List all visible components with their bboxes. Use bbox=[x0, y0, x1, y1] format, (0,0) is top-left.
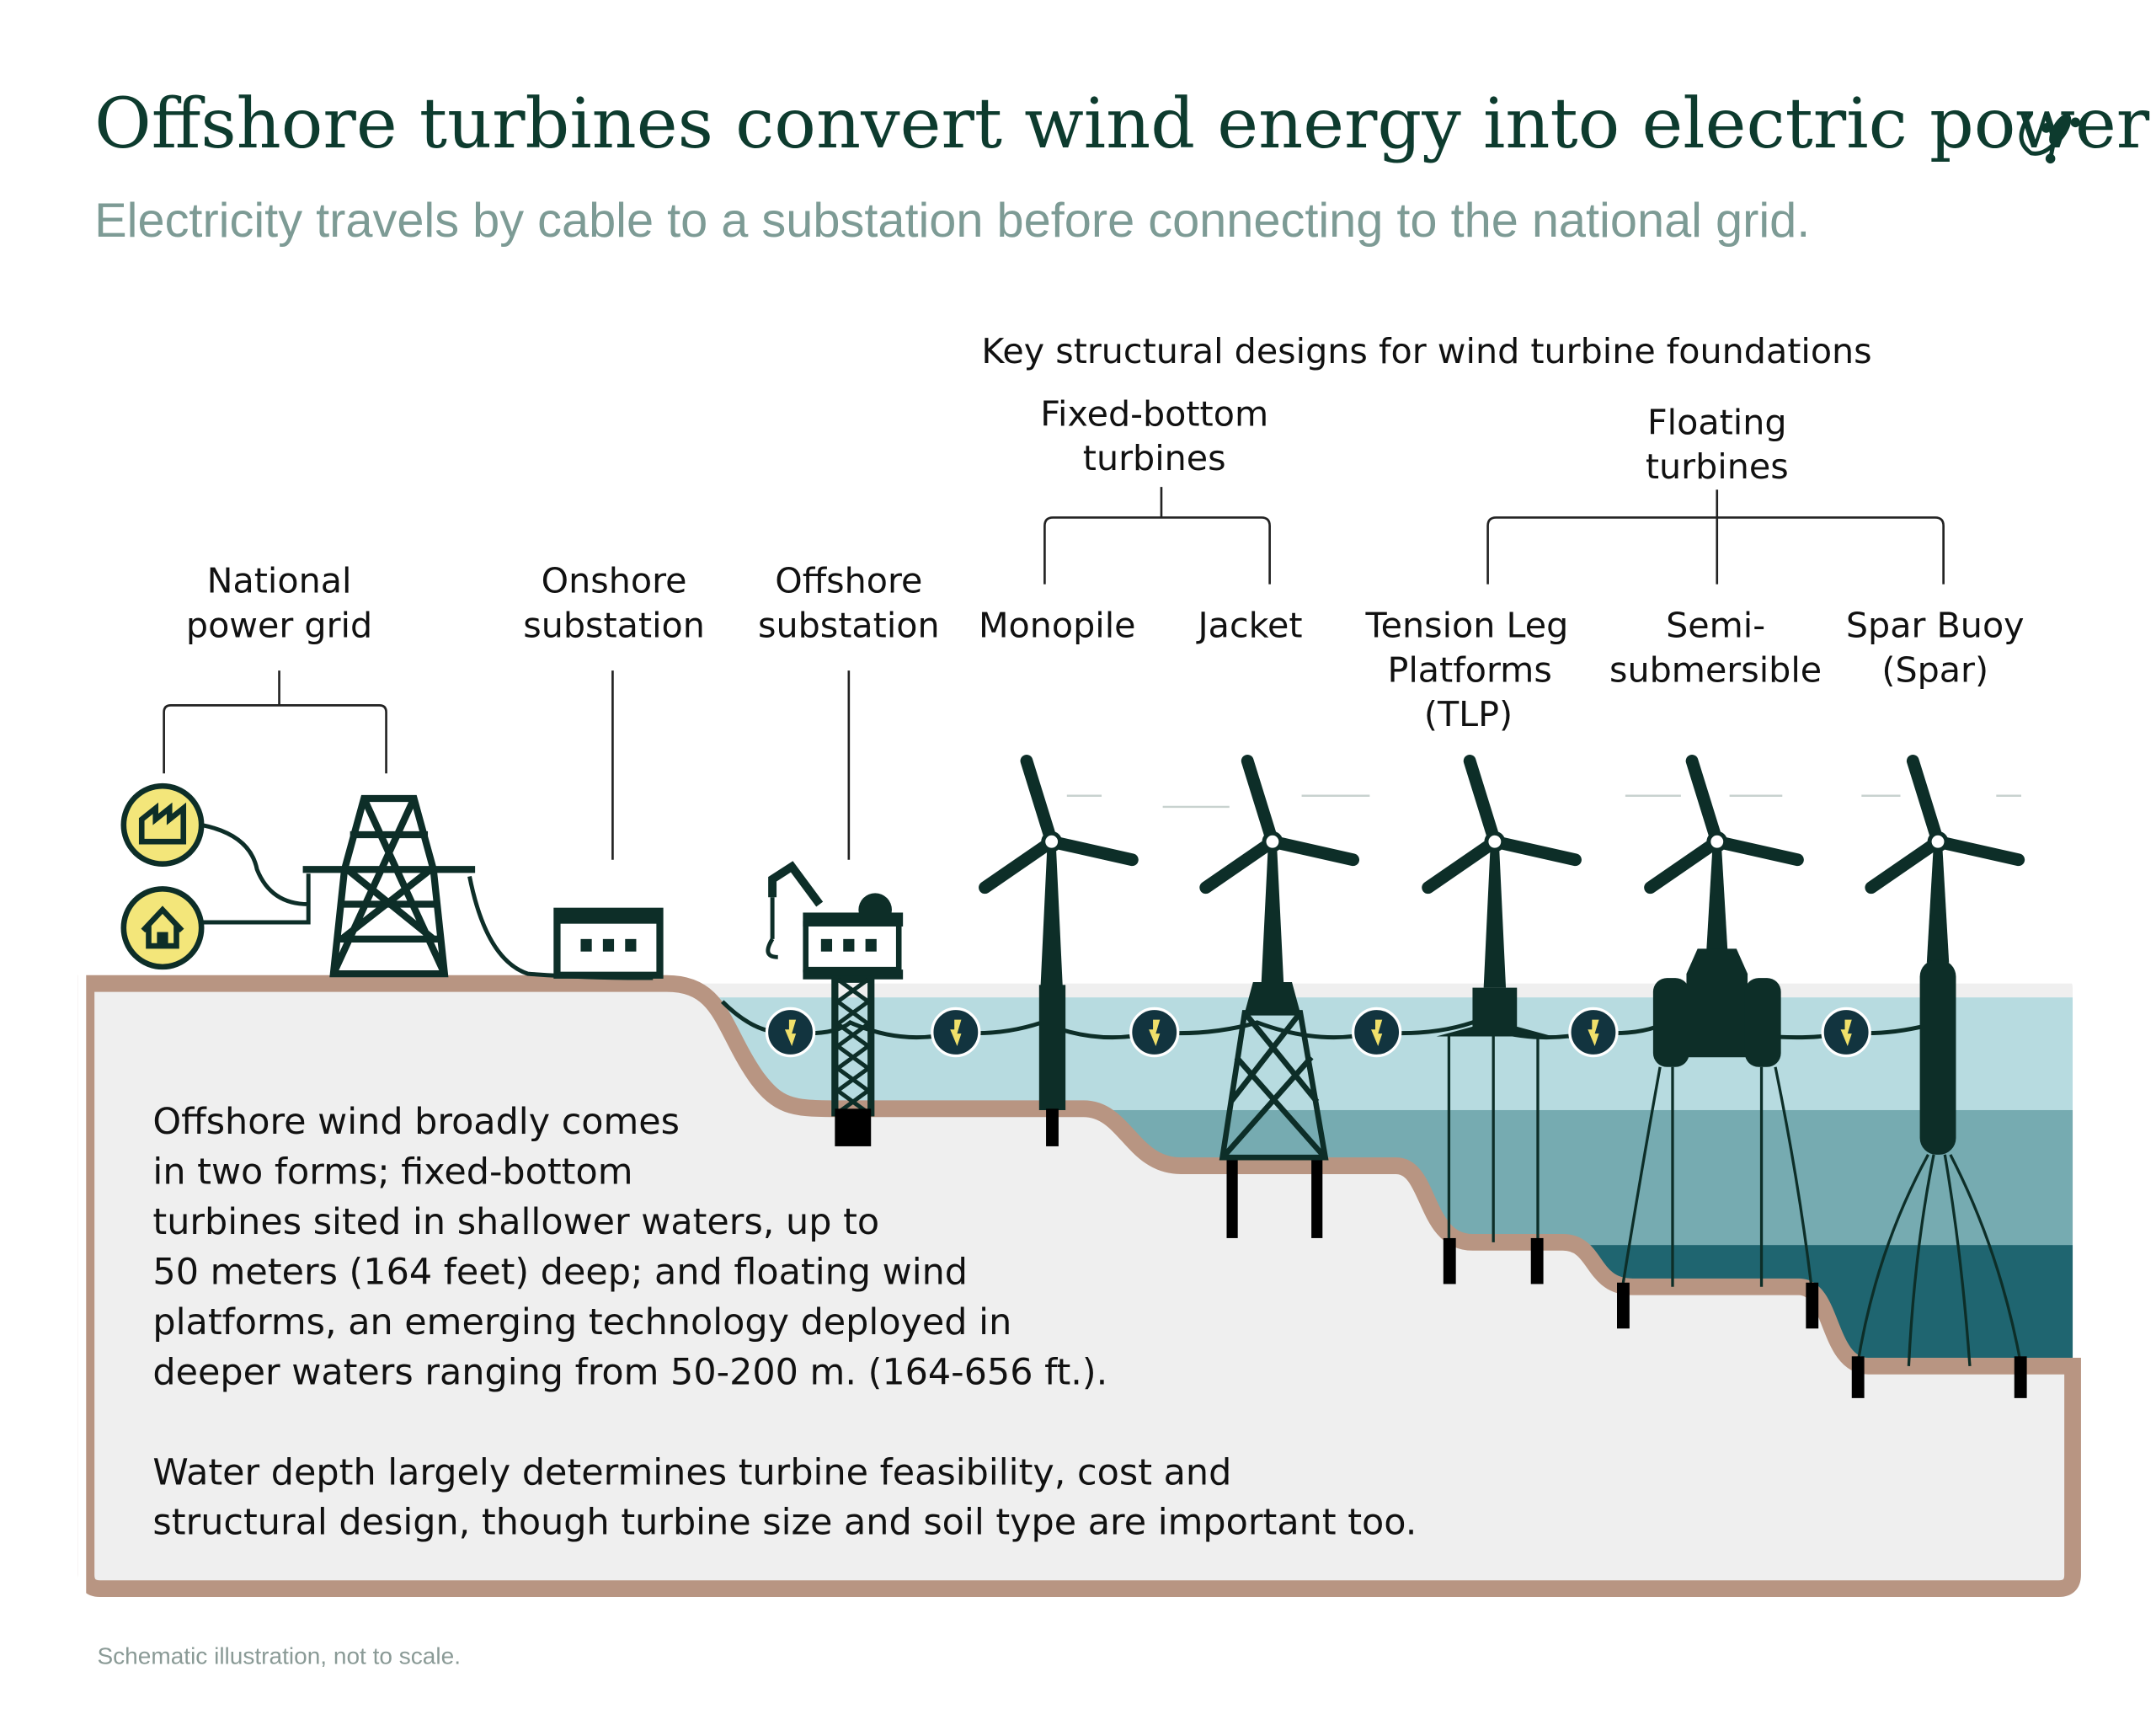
group-floating-label: turbines bbox=[1646, 446, 1789, 487]
label-jacket: Jacket bbox=[1196, 605, 1303, 645]
label-semi-submersible: submersible bbox=[1609, 649, 1822, 690]
brackets bbox=[163, 487, 1945, 860]
key-heading: Key structural designs for wind turbine … bbox=[981, 331, 1871, 371]
cable-junction-bolt-icon bbox=[1568, 1007, 1619, 1058]
label-monopile: Monopile bbox=[979, 605, 1136, 645]
label-onshore-substation: Onshore bbox=[542, 561, 687, 601]
paragraph-forms: Offshore wind broadly comes in two forms;… bbox=[152, 1101, 1107, 1393]
label-tlp: Platforms bbox=[1387, 649, 1551, 690]
label-spar-buoy: Spar Buoy bbox=[1846, 605, 2025, 645]
tension-leg-platform-turbine bbox=[1422, 755, 1582, 1284]
paragraph-depth: Water depth largely determines turbine f… bbox=[152, 1451, 1417, 1543]
offshore-substation-icon bbox=[766, 861, 904, 1146]
cable-junction-bolt-icon bbox=[931, 1007, 981, 1058]
transmission-tower-icon bbox=[302, 794, 476, 978]
paragraph-line: turbines sited in shallower waters, up t… bbox=[152, 1201, 879, 1243]
gecko-logo-icon bbox=[2019, 112, 2081, 164]
monopile-turbine bbox=[979, 755, 1139, 1146]
seabed-ground bbox=[77, 975, 2081, 1598]
onshore-substation-icon bbox=[553, 907, 664, 979]
page-subtitle: Electricity travels by cable to a substa… bbox=[94, 194, 1810, 248]
group-floating-label: Floating bbox=[1647, 402, 1787, 442]
label-offshore-substation: Offshore bbox=[775, 561, 922, 601]
spar-buoy-turbine bbox=[1851, 755, 2027, 1398]
label-offshore-substation: substation bbox=[758, 605, 940, 645]
label-tlp: (TLP) bbox=[1424, 694, 1513, 734]
paragraph-line: Offshore wind broadly comes bbox=[152, 1101, 680, 1143]
label-semi-submersible: Semi- bbox=[1666, 605, 1765, 645]
cable-junction-bolt-icon bbox=[1351, 1007, 1402, 1058]
label-onshore-substation: substation bbox=[523, 605, 705, 645]
paragraph-line: deeper waters ranging from 50-200 m. (16… bbox=[152, 1351, 1107, 1393]
cable-junction-bolt-icon bbox=[1129, 1007, 1180, 1058]
cable-junction-bolt-icon bbox=[1821, 1007, 1871, 1058]
group-fixed-label: turbines bbox=[1083, 438, 1226, 478]
paragraph-line: in two forms; fixed-bottom bbox=[152, 1151, 632, 1193]
paragraph-line: platforms, an emerging technology deploy… bbox=[152, 1301, 1011, 1343]
house-icon bbox=[120, 886, 205, 970]
jacket-turbine bbox=[1199, 755, 1360, 1238]
footnote: Schematic illustration, not to scale. bbox=[97, 1642, 461, 1669]
paragraph-line: structural design, though turbine size a… bbox=[152, 1502, 1417, 1544]
cable-junction-bolt-icon bbox=[765, 1007, 816, 1058]
label-tlp: Tension Leg bbox=[1364, 605, 1568, 645]
paragraph-line: Water depth largely determines turbine f… bbox=[152, 1451, 1231, 1493]
label-national-grid: power grid bbox=[186, 605, 372, 645]
group-fixed-label: Fixed-bottom bbox=[1040, 393, 1268, 434]
page-title: Offshore turbines convert wind energy in… bbox=[94, 83, 2150, 164]
label-national-grid: National bbox=[207, 561, 352, 601]
paragraph-line: 50 meters (164 feet) deep; and floating … bbox=[152, 1251, 968, 1293]
factory-icon bbox=[120, 782, 205, 867]
label-spar-buoy: (Spar) bbox=[1881, 649, 1988, 690]
semi-submersible-turbine bbox=[1617, 755, 1819, 1329]
